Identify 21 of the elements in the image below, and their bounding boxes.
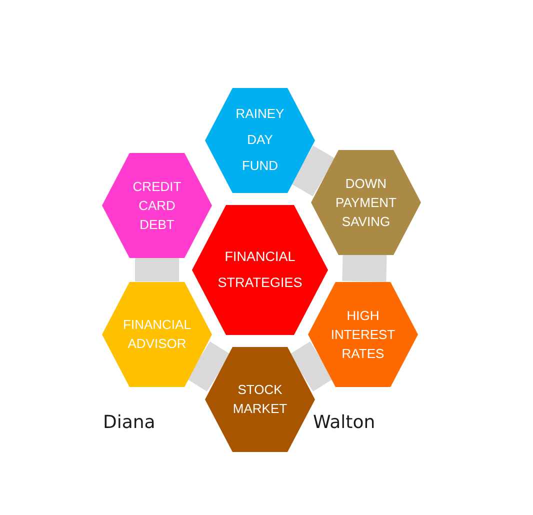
connector-band xyxy=(342,254,387,282)
hexagon-label: FINANCIAL ADVISOR xyxy=(122,316,192,353)
hexagon-label: CREDIT CARD DEBT xyxy=(132,178,182,234)
hexagon xyxy=(205,88,315,192)
name-text: Diana xyxy=(103,413,156,433)
connector-band xyxy=(290,146,336,196)
connector-band xyxy=(135,258,179,282)
hexagon xyxy=(308,282,418,386)
connector-band xyxy=(186,341,230,392)
hexagon-label: STOCK MARKET xyxy=(232,381,288,418)
connector-band xyxy=(290,341,334,392)
hexagon xyxy=(102,152,212,258)
hexagon xyxy=(192,205,328,335)
name-text: Walton xyxy=(313,413,376,433)
hexagon-label: FINANCIAL STRATEGIES xyxy=(216,248,304,292)
hexagon-label: DOWN PAYMENT SAVING xyxy=(334,174,398,230)
hexagon xyxy=(205,346,315,452)
hexagon-label: RAINEY DAY FUND xyxy=(234,105,286,175)
hexagon-label: HIGH INTEREST RATES xyxy=(330,306,396,362)
hexagon xyxy=(311,150,421,254)
hexagon xyxy=(102,282,212,386)
